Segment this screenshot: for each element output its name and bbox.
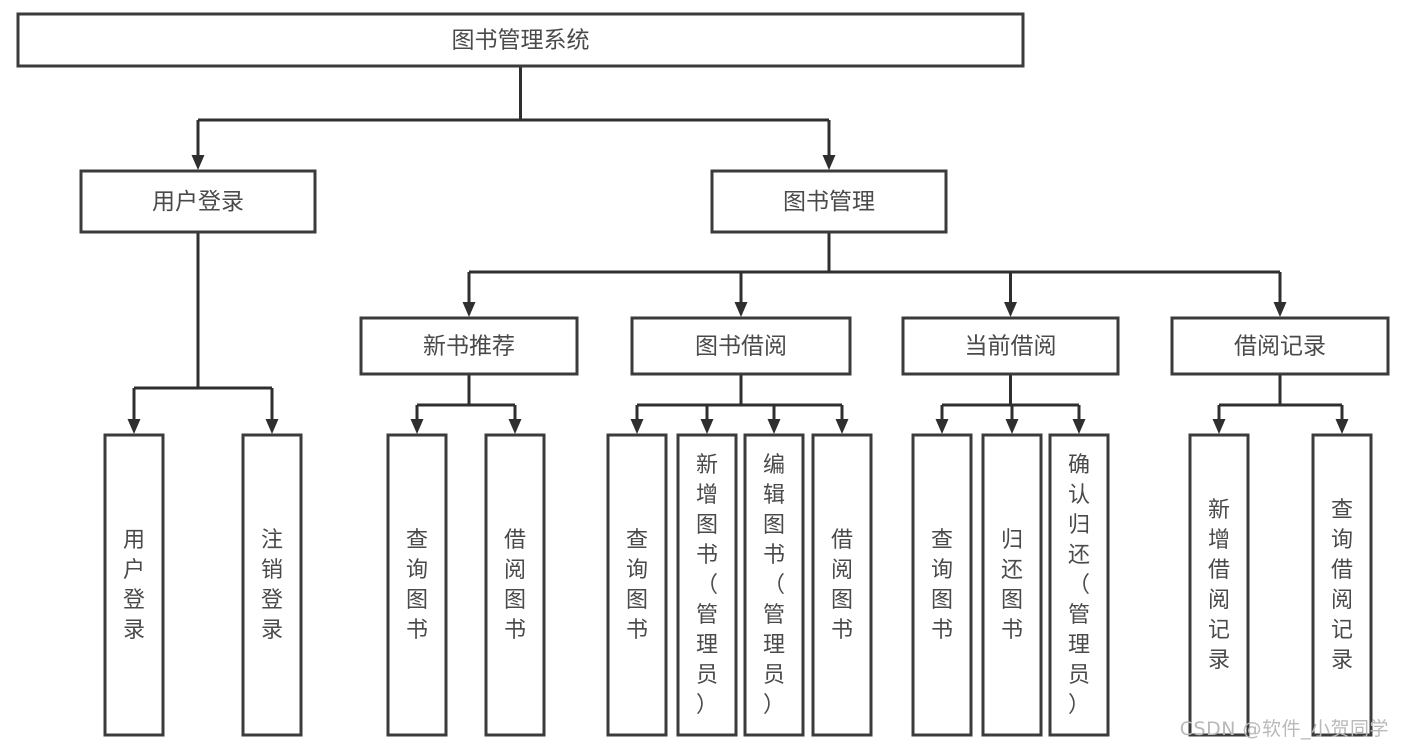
node-leaf-add-book[interactable]: 新增图书（管理员） <box>676 433 738 737</box>
node-leaf-logout[interactable]: 注销登录 <box>241 433 303 737</box>
arrow-head-icon <box>935 419 949 434</box>
node-box-leaf-edit-book[interactable] <box>743 433 805 737</box>
node-box-leaf-borrow-book-1[interactable] <box>484 433 546 737</box>
arrow-head-icon <box>127 419 141 434</box>
connector-group-current-borrow <box>935 374 1086 434</box>
node-label-leaf-query-book-3: 查询图书 <box>931 528 953 643</box>
node-label-new-book-rec: 新书推荐 <box>423 334 515 360</box>
node-borrow-record[interactable]: 借阅记录 <box>1170 316 1390 376</box>
node-leaf-confirm-return[interactable]: 确认归还（管理员） <box>1048 433 1110 737</box>
node-label-current-borrow: 当前借阅 <box>965 334 1057 360</box>
connector-group-root <box>191 66 836 170</box>
node-box-leaf-query-book-1[interactable] <box>386 433 448 737</box>
arrow-head-icon <box>835 419 849 434</box>
arrow-head-icon <box>1072 419 1086 434</box>
node-label-root: 图书管理系统 <box>452 28 590 54</box>
node-box-leaf-return-book[interactable] <box>981 433 1043 737</box>
node-leaf-query-book-1[interactable]: 查询图书 <box>386 433 448 737</box>
node-box-leaf-confirm-return[interactable] <box>1048 433 1110 737</box>
node-leaf-query-record[interactable]: 查询借阅记录 <box>1311 433 1373 737</box>
node-box-user-login[interactable] <box>79 169 317 234</box>
node-box-root[interactable] <box>16 12 1025 68</box>
node-box-book-manage[interactable] <box>710 169 948 234</box>
node-new-book-rec[interactable]: 新书推荐 <box>359 316 579 376</box>
node-box-book-borrow[interactable] <box>630 316 852 376</box>
node-label-leaf-edit-book: 编辑图书（管理员） <box>763 453 785 718</box>
node-book-borrow[interactable]: 图书借阅 <box>630 316 852 376</box>
connector-group-book-borrow <box>630 374 849 434</box>
arrow-head-icon <box>1005 419 1019 434</box>
arrow-head-icon <box>191 155 205 170</box>
connector-group-new-book-rec <box>410 374 522 434</box>
node-user-login[interactable]: 用户登录 <box>79 169 317 234</box>
node-leaf-query-book-3[interactable]: 查询图书 <box>911 433 973 737</box>
arrow-head-icon <box>767 419 781 434</box>
node-label-leaf-logout: 注销登录 <box>261 528 283 643</box>
arrow-head-icon <box>1335 419 1349 434</box>
node-box-leaf-add-record[interactable] <box>1188 433 1250 737</box>
arrow-head-icon <box>462 302 476 317</box>
node-label-leaf-confirm-return: 确认归还（管理员） <box>1068 453 1090 718</box>
node-leaf-borrow-book-2[interactable]: 借阅图书 <box>811 433 873 737</box>
node-label-borrow-record: 借阅记录 <box>1234 334 1326 360</box>
node-label-leaf-add-record: 新增借阅记录 <box>1208 498 1230 673</box>
connector-group-user-login <box>127 232 279 434</box>
node-box-leaf-logout[interactable] <box>241 433 303 737</box>
connector-group-borrow-record <box>1212 374 1349 434</box>
node-leaf-return-book[interactable]: 归还图书 <box>981 433 1043 737</box>
node-label-leaf-return-book: 归还图书 <box>1001 528 1023 643</box>
node-label-leaf-user-login: 用户登录 <box>123 528 145 643</box>
node-current-borrow[interactable]: 当前借阅 <box>901 316 1120 376</box>
edges-layer <box>127 66 1349 434</box>
connector-group-book-manage <box>462 232 1287 317</box>
arrow-head-icon <box>1212 419 1226 434</box>
node-box-leaf-query-book-3[interactable] <box>911 433 973 737</box>
node-box-leaf-query-book-2[interactable] <box>606 433 668 737</box>
node-label-book-borrow: 图书借阅 <box>695 334 787 360</box>
node-box-new-book-rec[interactable] <box>359 316 579 376</box>
arrow-head-icon <box>630 419 644 434</box>
node-leaf-borrow-book-1[interactable]: 借阅图书 <box>484 433 546 737</box>
node-label-leaf-query-book-1: 查询图书 <box>406 528 428 643</box>
node-box-leaf-query-record[interactable] <box>1311 433 1373 737</box>
node-leaf-query-book-2[interactable]: 查询图书 <box>606 433 668 737</box>
node-box-leaf-add-book[interactable] <box>676 433 738 737</box>
arrow-head-icon <box>265 419 279 434</box>
node-label-book-manage: 图书管理 <box>783 189 875 215</box>
arrow-head-icon <box>822 155 836 170</box>
arrow-head-icon <box>700 419 714 434</box>
node-box-leaf-borrow-book-2[interactable] <box>811 433 873 737</box>
node-root[interactable]: 图书管理系统 <box>16 12 1025 68</box>
node-label-leaf-query-record: 查询借阅记录 <box>1331 498 1353 673</box>
node-leaf-user-login[interactable]: 用户登录 <box>103 433 165 737</box>
node-leaf-add-record[interactable]: 新增借阅记录 <box>1188 433 1250 737</box>
arrow-head-icon <box>410 419 424 434</box>
arrow-head-icon <box>734 302 748 317</box>
node-book-manage[interactable]: 图书管理 <box>710 169 948 234</box>
node-box-current-borrow[interactable] <box>901 316 1120 376</box>
node-label-leaf-query-book-2: 查询图书 <box>626 528 648 643</box>
node-label-user-login: 用户登录 <box>152 189 244 215</box>
arrow-head-icon <box>508 419 522 434</box>
nodes-layer: 图书管理系统用户登录图书管理新书推荐图书借阅当前借阅借阅记录用户登录注销登录查询… <box>16 12 1390 737</box>
node-box-borrow-record[interactable] <box>1170 316 1390 376</box>
arrow-head-icon <box>1004 302 1017 317</box>
node-label-leaf-add-book: 新增图书（管理员） <box>696 453 718 718</box>
node-label-leaf-borrow-book-2: 借阅图书 <box>831 528 853 643</box>
arrow-head-icon <box>1273 302 1287 317</box>
node-label-leaf-borrow-book-1: 借阅图书 <box>504 528 526 643</box>
node-leaf-edit-book[interactable]: 编辑图书（管理员） <box>743 433 805 737</box>
node-box-leaf-user-login[interactable] <box>103 433 165 737</box>
